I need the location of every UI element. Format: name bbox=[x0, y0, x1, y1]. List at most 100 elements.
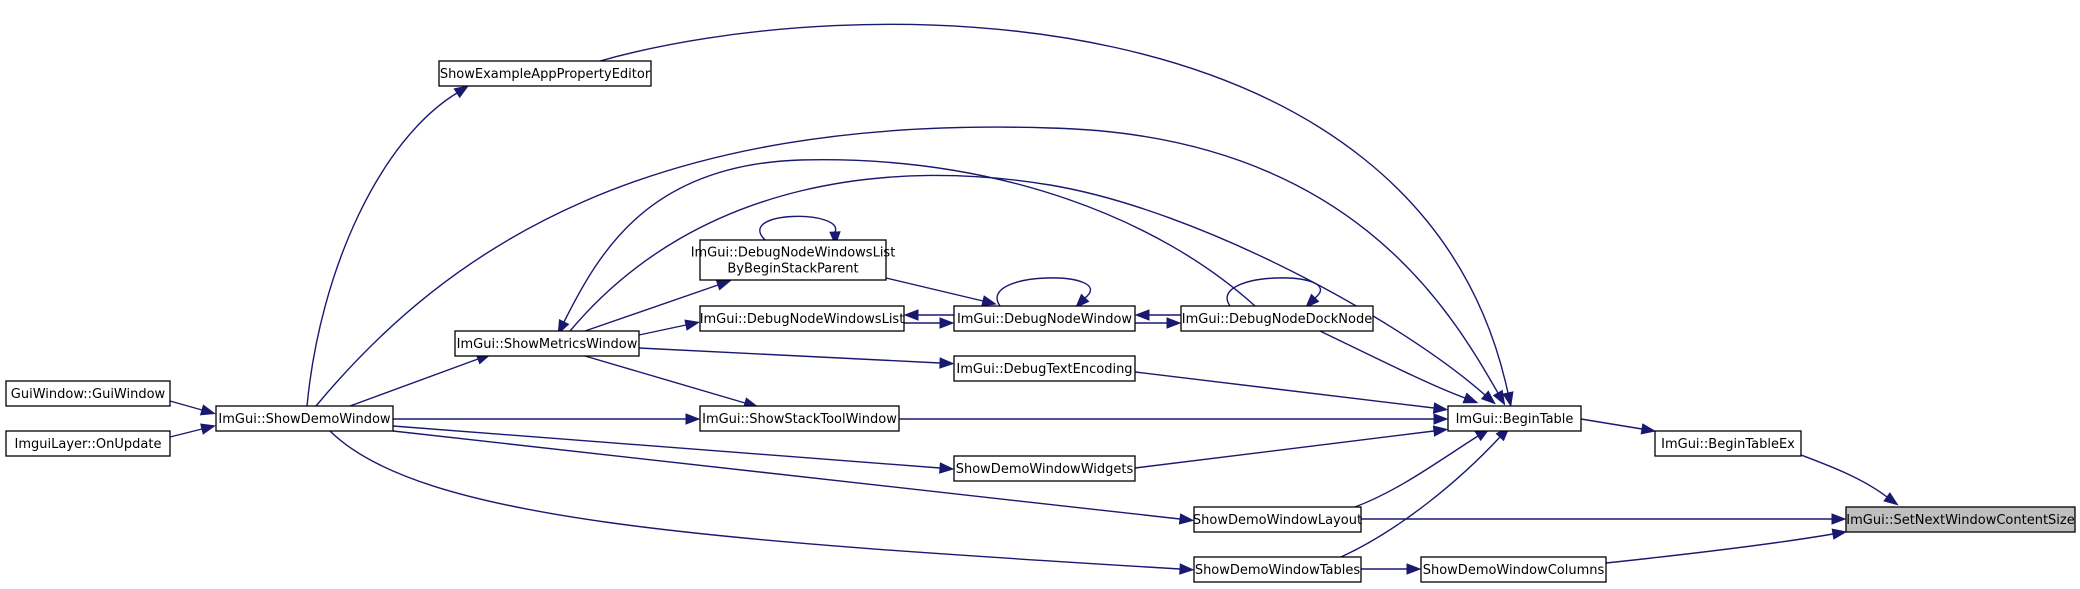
node-show_demo_window_tables[interactable]: ShowDemoWindowTables bbox=[1193, 556, 1362, 583]
node-label: ImGui::DebugTextEncoding bbox=[956, 362, 1132, 377]
arrowhead bbox=[1883, 492, 1899, 506]
node-gui_window[interactable]: GuiWindow::GuiWindow bbox=[5, 380, 171, 407]
node-show_demo_window_layout[interactable]: ShowDemoWindowLayout bbox=[1193, 506, 1362, 533]
edge-line bbox=[392, 425, 941, 469]
node-debug_text_encoding[interactable]: ImGui::DebugTextEncoding bbox=[953, 355, 1136, 382]
arrowhead bbox=[1831, 528, 1848, 540]
edge-show_demo_window_tables-to-show_demo_window_columns bbox=[1361, 563, 1422, 575]
node-label: ImGui::DebugNodeWindowsList bbox=[700, 312, 905, 327]
arrowhead bbox=[1179, 563, 1195, 575]
edge-debug_node_window-to-debug_node_window bbox=[996, 277, 1092, 309]
edge-line bbox=[306, 92, 458, 407]
arrowhead bbox=[1462, 392, 1479, 404]
edge-begin_table_ex-to-set_next_window_content_size bbox=[1800, 454, 1899, 506]
edge-debug_node_dock_node-to-begin_table bbox=[1319, 330, 1479, 404]
edge-debug_node_window-to-debug_node_dock_node bbox=[1135, 317, 1182, 329]
node-box bbox=[1845, 506, 2076, 533]
node-debug_node_windows_list_by_begin_stack_parent[interactable]: ImGui::DebugNodeWindowsListByBeginStackP… bbox=[691, 239, 896, 281]
node-label: ShowDemoWindowWidgets bbox=[956, 462, 1134, 477]
arrowhead bbox=[1305, 293, 1320, 309]
edge-debug_node_dock_node-to-debug_node_window bbox=[1134, 309, 1181, 321]
node-begin_table_ex[interactable]: ImGui::BeginTableEx bbox=[1654, 430, 1802, 457]
arrowhead bbox=[1492, 389, 1506, 406]
node-debug_node_window[interactable]: ImGui::DebugNodeWindow bbox=[953, 305, 1136, 332]
node-label: ImGui::DebugNodeWindow bbox=[957, 312, 1132, 327]
edge-show_example_app_property_editor-to-begin_table bbox=[599, 23, 1514, 408]
edge-line bbox=[563, 159, 1256, 323]
arrowhead bbox=[1640, 423, 1657, 435]
arrowhead bbox=[685, 413, 701, 425]
edge-show_demo_window-to-show_example_app_property_editor bbox=[306, 85, 470, 407]
arrowhead bbox=[1075, 293, 1090, 309]
edge-show_demo_window_layout-to-set_next_window_content_size bbox=[1361, 513, 1847, 525]
edge-line bbox=[1319, 330, 1466, 399]
edge-line bbox=[584, 284, 719, 332]
node-label: GuiWindow::GuiWindow bbox=[11, 387, 166, 402]
node-label: ImGui::ShowMetricsWindow bbox=[457, 337, 638, 352]
edge-line bbox=[1605, 533, 1834, 564]
node-box bbox=[454, 330, 640, 357]
node-begin_table[interactable]: ImGui::BeginTable bbox=[1447, 405, 1582, 432]
edge-line bbox=[1134, 371, 1435, 409]
node-label: ShowDemoWindowTables bbox=[1195, 563, 1361, 578]
node-show_demo_window[interactable]: ImGui::ShowDemoWindow bbox=[215, 405, 394, 432]
node-box bbox=[699, 405, 900, 432]
arrowhead bbox=[939, 357, 955, 369]
arrowhead bbox=[1502, 391, 1514, 408]
arrowhead bbox=[453, 85, 470, 99]
node-layer: ImGui::SetNextWindowContentSize ImGui::Be… bbox=[5, 60, 2076, 583]
node-debug_node_windows_list[interactable]: ImGui::DebugNodeWindowsList bbox=[699, 305, 905, 332]
edge-debug_node_dock_node-to-debug_node_dock_node bbox=[1226, 277, 1322, 309]
node-label: ImGui::ShowStackToolWindow bbox=[702, 412, 897, 427]
node-box bbox=[438, 60, 652, 87]
edge-line bbox=[169, 400, 203, 411]
edge-show_stack_tool_window-to-begin_table bbox=[899, 413, 1449, 425]
arrowhead bbox=[1406, 563, 1422, 575]
node-label: ShowExampleAppPropertyEditor bbox=[440, 67, 651, 82]
node-imgui_layer_on_update[interactable]: ImguiLayer::OnUpdate bbox=[5, 430, 171, 457]
node-show_demo_window_columns[interactable]: ShowDemoWindowColumns bbox=[1420, 556, 1607, 583]
edge-line bbox=[169, 428, 203, 438]
node-set_next_window_content_size[interactable]: ImGui::SetNextWindowContentSize bbox=[1845, 506, 2076, 533]
edge-show_demo_window-to-show_stack_tool_window bbox=[393, 413, 701, 425]
edge-line bbox=[885, 277, 984, 302]
arrowhead bbox=[1432, 425, 1449, 437]
arrowhead bbox=[199, 404, 216, 416]
edge-show_metrics_window-to-show_stack_tool_window bbox=[584, 355, 759, 409]
arrowhead bbox=[684, 319, 701, 331]
arrowhead bbox=[903, 309, 919, 321]
node-show_example_app_property_editor[interactable]: ShowExampleAppPropertyEditor bbox=[438, 60, 652, 87]
node-label: ImGui::BeginTableEx bbox=[1661, 437, 1795, 452]
node-label: ShowDemoWindowColumns bbox=[1423, 563, 1605, 578]
edge-show_metrics_window-to-debug_node_windows_list_by_begin_stack_parent bbox=[584, 279, 732, 332]
node-box bbox=[1447, 405, 1582, 432]
edge-gui_window-to-show_demo_window bbox=[169, 400, 216, 416]
arrowhead bbox=[557, 319, 570, 335]
node-box bbox=[215, 405, 394, 432]
node-show_metrics_window[interactable]: ImGui::ShowMetricsWindow bbox=[454, 330, 640, 357]
node-show_stack_tool_window[interactable]: ImGui::ShowStackToolWindow bbox=[699, 405, 900, 432]
arrowhead bbox=[1831, 513, 1847, 525]
edge-show_metrics_window-to-debug_node_windows_list bbox=[638, 319, 701, 336]
arrowhead bbox=[1480, 390, 1496, 405]
arrowhead bbox=[939, 462, 955, 474]
node-label: ImguiLayer::OnUpdate bbox=[15, 437, 162, 452]
edge-line bbox=[599, 23, 1509, 394]
arrowhead bbox=[1432, 402, 1449, 414]
edge-line bbox=[1134, 430, 1435, 469]
edge-line bbox=[638, 347, 941, 364]
node-box bbox=[1180, 305, 1374, 332]
edge-line bbox=[584, 355, 746, 404]
edge-show_demo_window-to-show_metrics_window bbox=[349, 353, 492, 407]
node-show_demo_window_widgets[interactable]: ShowDemoWindowWidgets bbox=[953, 455, 1136, 482]
node-box bbox=[953, 355, 1136, 382]
node-label: ByBeginStackParent bbox=[727, 262, 858, 277]
node-box bbox=[1193, 506, 1362, 533]
node-box bbox=[699, 305, 905, 332]
edge-line bbox=[638, 324, 687, 336]
node-box bbox=[1654, 430, 1802, 457]
edge-line bbox=[1580, 418, 1643, 430]
node-debug_node_dock_node[interactable]: ImGui::DebugNodeDockNode bbox=[1180, 305, 1374, 332]
node-box bbox=[1193, 556, 1362, 583]
